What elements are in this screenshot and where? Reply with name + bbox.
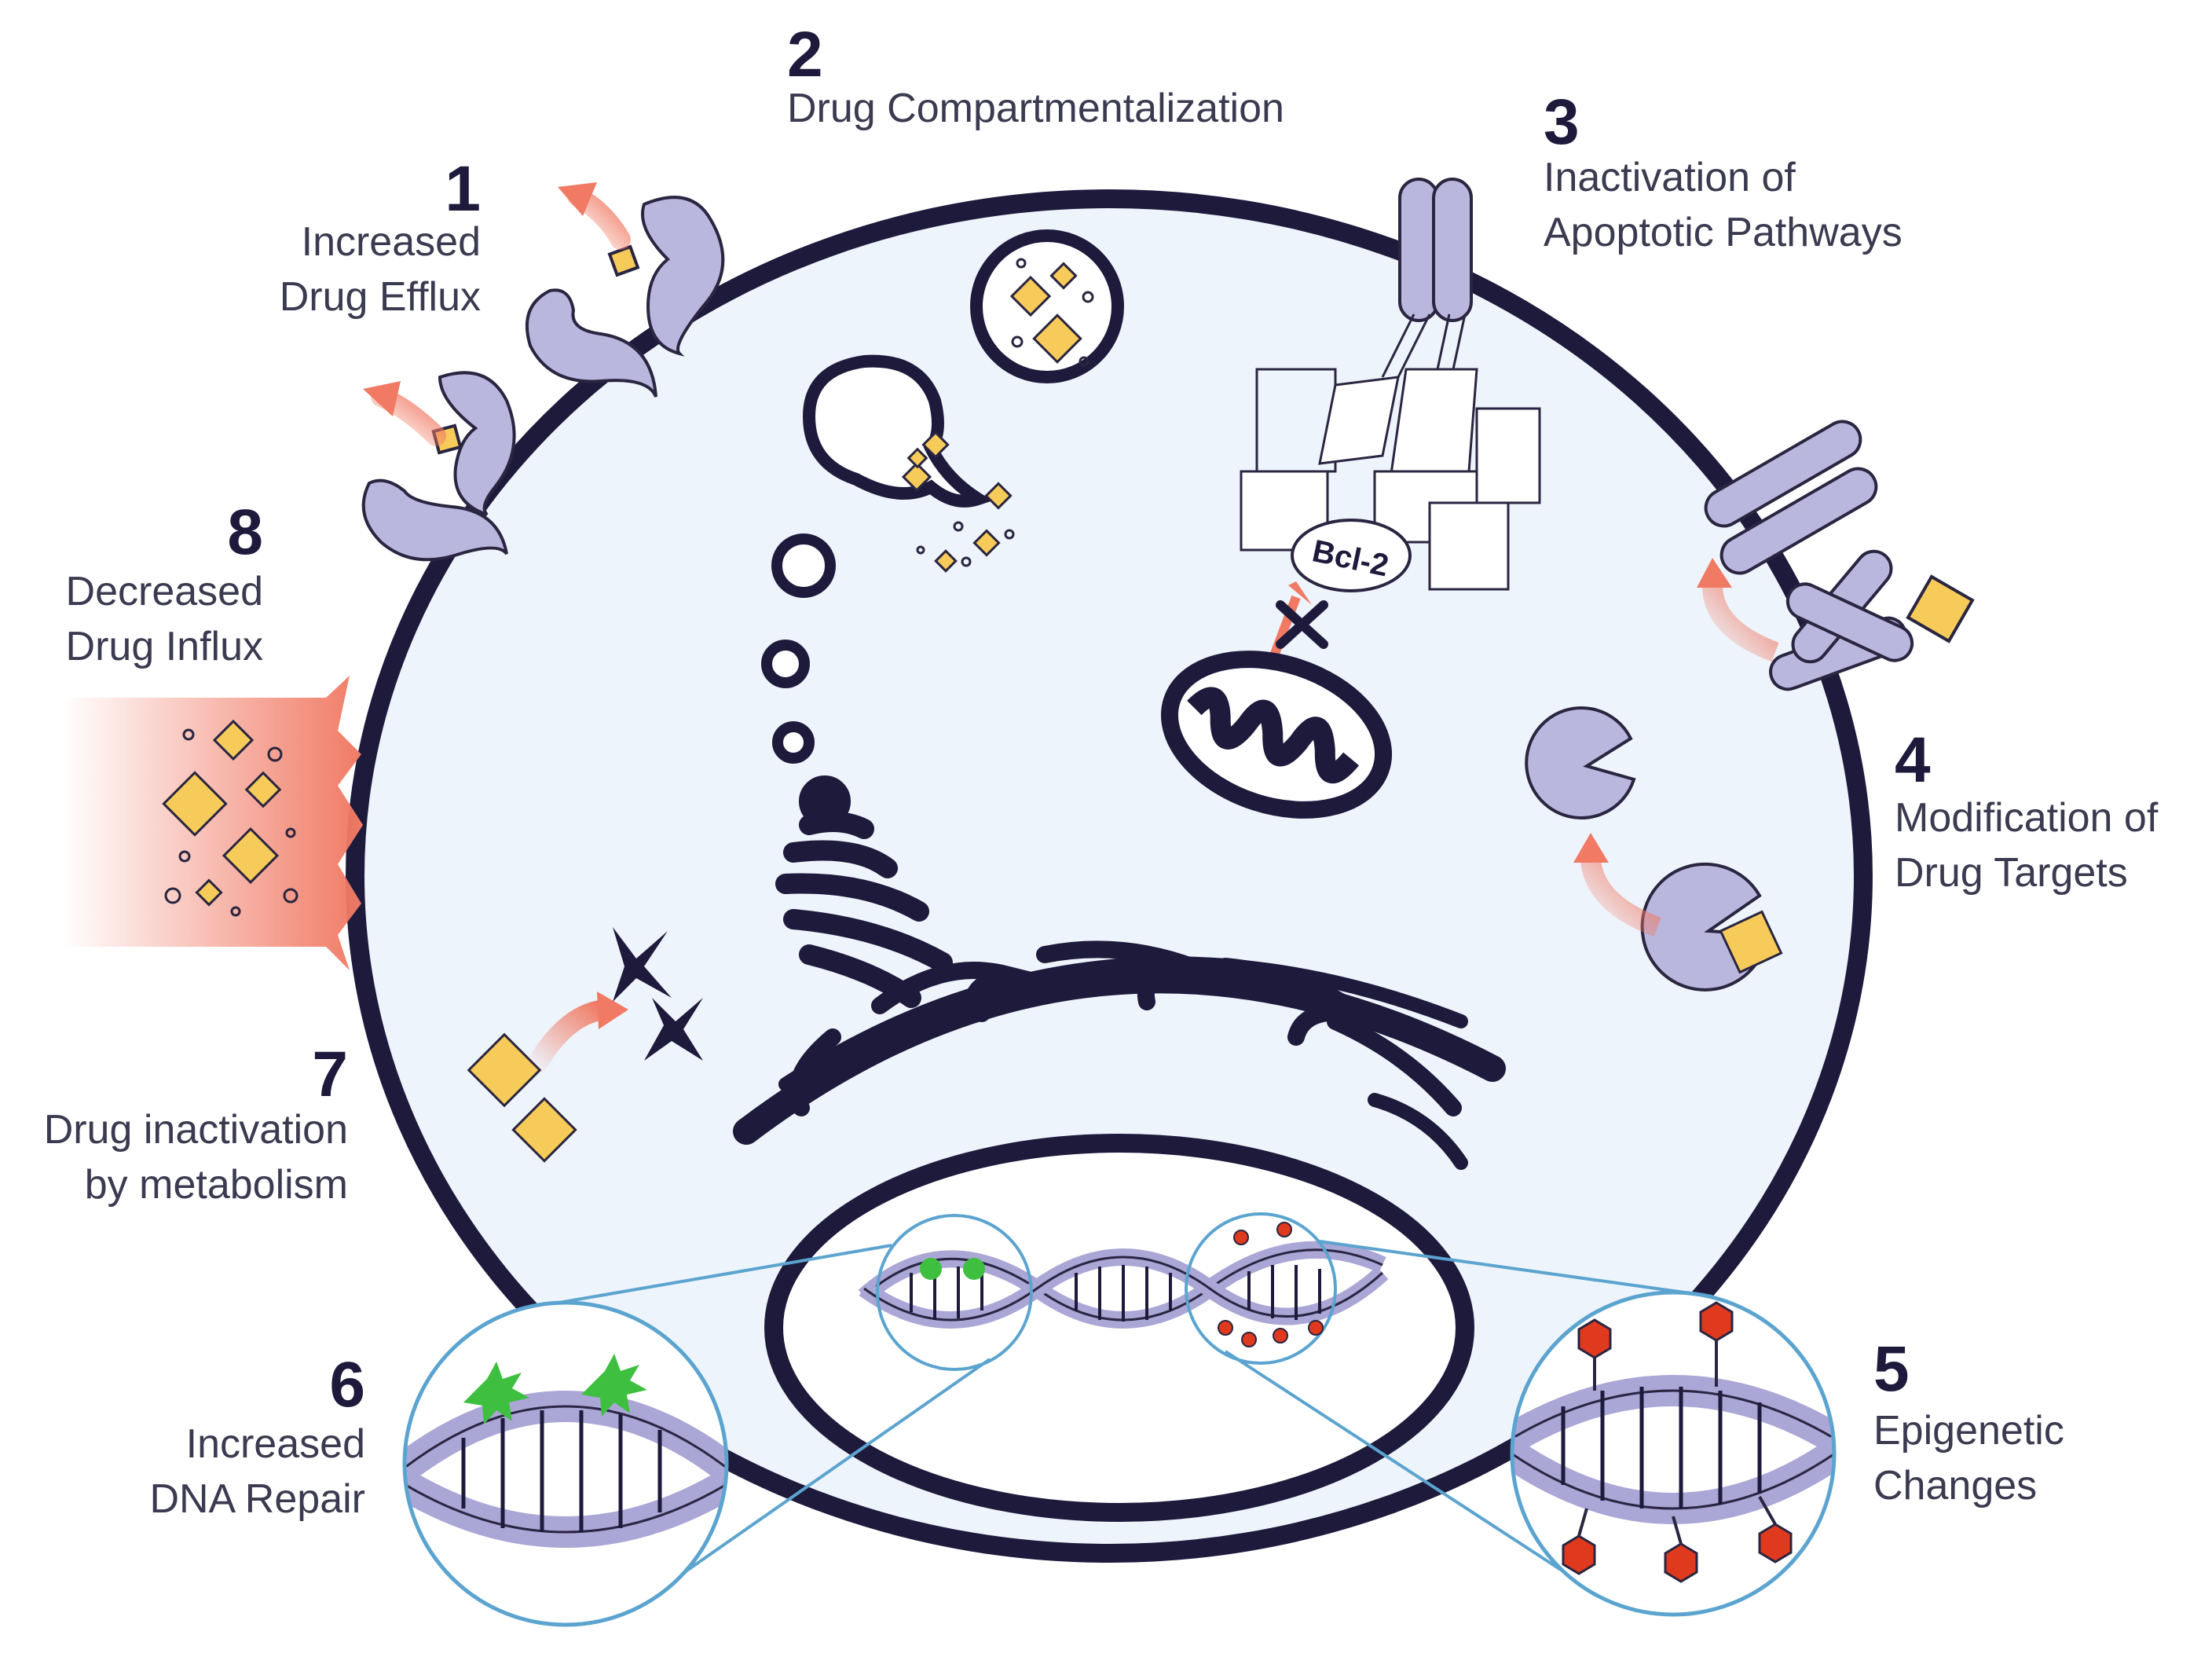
efflux-pump-lower: [361, 371, 516, 562]
target-arrow-head: [1573, 833, 1609, 863]
efflux-arrow-upper-head: [558, 182, 597, 216]
label-2-line1: Drug Compartmentalization: [787, 86, 1284, 131]
zoom-marker-epigenetic: [1185, 1212, 1337, 1365]
small-repair-marks: [920, 1258, 985, 1280]
label-3: 3 Inactivation of Apoptotic Pathways: [1544, 86, 1903, 255]
label-8-number: 8: [227, 497, 263, 568]
drug-vesicle: [970, 229, 1124, 383]
efflux-arrow-lower-head: [363, 381, 401, 416]
zoom-dna-repair: [402, 1300, 729, 1627]
label-1-line2: Drug Efflux: [280, 274, 481, 320]
label-7-line1: Drug inactivation: [44, 1107, 348, 1153]
small-methyl-groups: [1218, 1222, 1324, 1347]
zoom-connectors: [549, 1240, 1713, 1597]
label-7-line2: by metabolism: [85, 1162, 348, 1208]
transport-vesicles: [761, 533, 836, 764]
dna-helix: [858, 1241, 1389, 1329]
label-5: 5 Epigenetic Changes: [1873, 1333, 2064, 1509]
label-4-number: 4: [1895, 724, 1931, 796]
label-2-number: 2: [787, 19, 823, 90]
label-6-line1: Increased: [186, 1421, 365, 1467]
label-4: 4 Modification of Drug Targets: [1895, 724, 2159, 896]
label-4-line2: Drug Targets: [1895, 850, 2128, 896]
drug-influx-blocked: [63, 676, 363, 970]
label-5-line2: Changes: [1873, 1463, 2037, 1509]
efflux-pump-upper: [525, 196, 725, 398]
receptor-arrow-head: [1697, 558, 1732, 588]
label-8-line1: Decreased: [66, 569, 263, 614]
label-3-number: 3: [1544, 86, 1580, 158]
drug-metabolism: [467, 927, 703, 1163]
modified-target-enzyme: [1525, 706, 1636, 819]
zoom-marker-repair: [876, 1214, 1033, 1371]
death-receptor: Bcl-2: [1240, 178, 1541, 592]
membrane-receptor-upper: [1704, 420, 1878, 575]
lysosome-releasing-drug: [802, 354, 1015, 573]
label-2: 2 Drug Compartmentalization: [787, 19, 1284, 131]
target-arrow: [1580, 859, 1661, 937]
label-5-line1: Epigenetic: [1873, 1408, 2064, 1454]
label-6-line2: DNA Repair: [149, 1476, 365, 1522]
endoplasmic-reticulum: [733, 940, 1506, 1170]
zoom-epigenetic: [1510, 1290, 1837, 1617]
label-8: 8 Decreased Drug Influx: [66, 497, 263, 669]
label-5-number: 5: [1873, 1333, 1910, 1405]
label-3-line2: Apoptotic Pathways: [1544, 210, 1903, 255]
label-1-line1: Increased: [302, 219, 481, 265]
mitochondrion: [1160, 651, 1393, 819]
label-6: 6 Increased DNA Repair: [149, 1349, 365, 1522]
label-7-number: 7: [312, 1039, 348, 1110]
label-4-line1: Modification of: [1895, 795, 2159, 841]
membrane-receptor-lower: [1769, 549, 1975, 691]
label-6-number: 6: [329, 1349, 365, 1421]
label-3-line1: Inactivation of: [1544, 155, 1796, 200]
label-1: 1 Increased Drug Efflux: [280, 153, 481, 320]
label-7: 7 Drug inactivation by metabolism: [44, 1039, 348, 1208]
label-8-line2: Drug Influx: [66, 624, 263, 669]
receptor-arrow: [1702, 585, 1779, 662]
label-1-number: 1: [445, 153, 481, 225]
target-enzyme-bound: [1640, 862, 1783, 992]
